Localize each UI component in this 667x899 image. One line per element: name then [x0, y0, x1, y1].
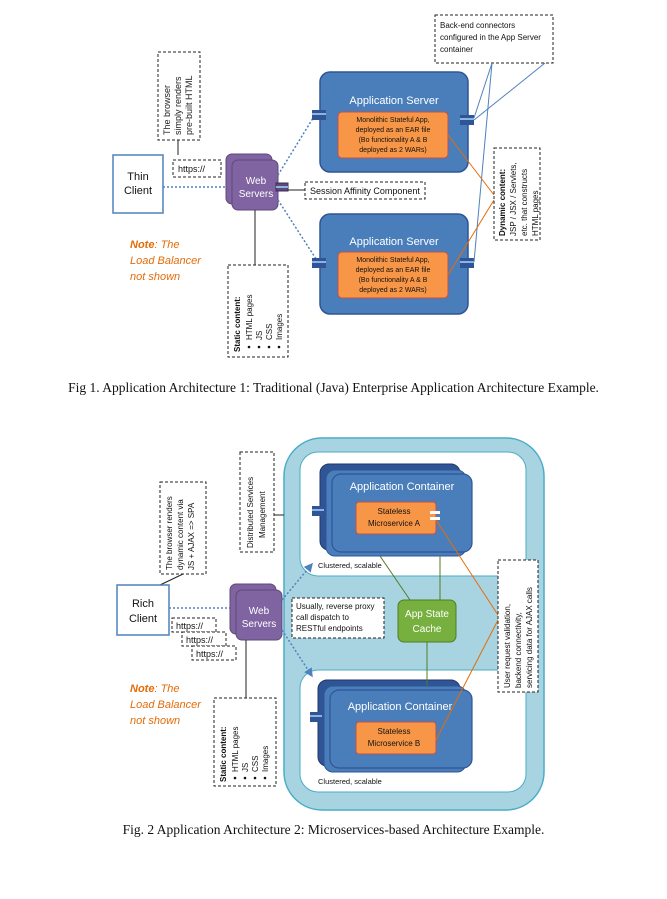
svg-text:Client: Client [124, 185, 152, 197]
session-affinity-label: Session Affinity Component [310, 186, 420, 196]
clustered-label-top: Clustered, scalable [318, 561, 382, 570]
fig2-protocol-3: https:// [196, 649, 224, 659]
svg-text:container: container [440, 45, 473, 54]
dynamic-content-note: Dynamic content: JSP / JSX / Servlets, e… [498, 162, 540, 236]
svg-text:Static content:: Static content: [219, 726, 228, 782]
svg-text:HTML pages: HTML pages [531, 191, 540, 237]
rich-client: Rich Client [116, 584, 170, 636]
svg-text:Static content:: Static content: [233, 296, 242, 352]
fig1-browser-note: The browser simply renders pre-built HTM… [162, 75, 194, 135]
svg-text:Load Balancer: Load Balancer [130, 255, 202, 267]
fig2-protocol-2: https:// [186, 635, 214, 645]
svg-text:Load Balancer: Load Balancer [130, 699, 202, 711]
svg-text:User request validation,: User request validation, [503, 604, 512, 688]
svg-text:Stateless: Stateless [378, 507, 411, 516]
fig2-static-content-note: Static content: HTML pages JS CSS Images [219, 726, 270, 782]
svg-text:JS: JS [255, 331, 264, 340]
clustered-label-bottom: Clustered, scalable [318, 777, 382, 786]
fig1-static-content-note: Static content: HTML pages JS CSS Images [233, 295, 284, 353]
svg-text:Stateless: Stateless [378, 727, 411, 736]
svg-text:Distributed Services: Distributed Services [246, 477, 255, 548]
figure-2: Application Container Stateless Microser… [116, 437, 545, 811]
svg-text:Monolithic Stateful App,: Monolithic Stateful App, [356, 257, 429, 264]
svg-text:Web: Web [246, 176, 267, 187]
fig1-app-server-1: Application Server Monolithic Stateful A… [312, 71, 474, 173]
fig2-caption: Fig. 2 Application Architecture 2: Micro… [122, 822, 545, 837]
svg-text:(Bo functionality A & B: (Bo functionality A & B [359, 137, 428, 144]
svg-text:not shown: not shown [130, 715, 180, 727]
fig2-load-balancer-note: Note: The [130, 683, 180, 695]
svg-text:JSP / JSX / Servlets,: JSP / JSX / Servlets, [509, 162, 518, 236]
svg-text:Servers: Servers [242, 619, 276, 630]
svg-text:HTML pages: HTML pages [231, 727, 240, 773]
svg-text:simply renders: simply renders [173, 76, 183, 135]
svg-text:RESTful endpoints: RESTful endpoints [296, 624, 363, 633]
svg-text:The browser renders: The browser renders [165, 496, 174, 570]
svg-text:Cache: Cache [413, 624, 442, 635]
distributed-services-note: Distributed Services Management [246, 477, 267, 548]
fig1-protocol: https:// [178, 164, 206, 174]
svg-text:CSS: CSS [251, 756, 260, 772]
svg-text:(Bo functionality A & B: (Bo functionality A & B [359, 277, 428, 284]
fig2-app-container-a: Application Container Stateless Microser… [312, 463, 473, 557]
svg-text:configured in the App Server: configured in the App Server [440, 33, 541, 42]
fig1-load-balancer-note: Note: The [130, 239, 180, 251]
svg-text:App State: App State [405, 609, 449, 620]
app-state-cache: App State Cache [397, 599, 457, 643]
svg-text:servicing data for AJAX calls: servicing data for AJAX calls [525, 587, 534, 688]
fig2-app-container-b: Application Container Stateless Microser… [310, 679, 473, 773]
svg-text:deployed as 2 WARs): deployed as 2 WARs) [359, 147, 426, 154]
fig2-protocol-1: https:// [176, 621, 204, 631]
fig1-caption: Fig 1. Application Architecture 1: Tradi… [68, 380, 599, 395]
svg-text:The browser: The browser [162, 85, 172, 135]
svg-text:deployed as an EAR file: deployed as an EAR file [356, 127, 431, 134]
thin-client: Thin Client [112, 154, 164, 214]
svg-text:deployed as an EAR file: deployed as an EAR file [356, 267, 431, 274]
svg-text:Client: Client [129, 613, 157, 625]
fig1-web-servers: Web Servers [225, 153, 289, 211]
svg-text:Note: The: Note: The [130, 239, 180, 251]
svg-text:pre-built HTML: pre-built HTML [184, 75, 194, 135]
svg-text:CSS: CSS [265, 324, 274, 340]
fig2-browser-note: The browser renders dynamic content via … [165, 496, 196, 570]
svg-text:Application Server: Application Server [349, 236, 439, 248]
proxy-note: Usually, reverse proxy call dispatch to … [296, 602, 375, 633]
fig1-app-server-2: Application Server Monolithic Stateful A… [312, 213, 474, 315]
svg-text:call dispatch to: call dispatch to [296, 613, 349, 622]
svg-text:Application Container: Application Container [348, 701, 453, 713]
svg-text:Usually, reverse proxy: Usually, reverse proxy [296, 602, 375, 611]
svg-text:Rich: Rich [132, 598, 154, 610]
svg-text:Application Server: Application Server [349, 95, 439, 107]
svg-text:JS + AJAX => SPA: JS + AJAX => SPA [187, 502, 196, 570]
svg-text:Application Container: Application Container [350, 481, 455, 493]
svg-text:dynamic content via: dynamic content via [176, 499, 185, 570]
svg-text:etc. that constructs: etc. that constructs [520, 169, 529, 236]
svg-text:backend connectivity,: backend connectivity, [514, 612, 523, 688]
figure-1: The browser simply renders pre-built HTM… [112, 14, 554, 358]
svg-text:Images: Images [275, 314, 284, 340]
svg-text:Images: Images [261, 746, 270, 772]
svg-text:Back-end connectors: Back-end connectors [440, 21, 515, 30]
svg-text:Thin: Thin [127, 171, 148, 183]
fig2-web-servers: Web Servers [229, 583, 283, 641]
validation-note: User request validation, backend connect… [503, 587, 534, 688]
svg-text:Servers: Servers [239, 189, 273, 200]
svg-text:Microservice B: Microservice B [368, 739, 420, 748]
svg-text:not shown: not shown [130, 271, 180, 283]
svg-text:Web: Web [249, 606, 270, 617]
svg-text:HTML pages: HTML pages [245, 295, 254, 341]
svg-text:deployed as 2 WARs): deployed as 2 WARs) [359, 287, 426, 294]
svg-text:Monolithic Stateful App,: Monolithic Stateful App, [356, 117, 429, 124]
svg-text:Dynamic content:: Dynamic content: [498, 169, 507, 236]
svg-text:Microservice A: Microservice A [368, 519, 421, 528]
backend-connectors-note: Back-end connectors configured in the Ap… [440, 21, 541, 54]
svg-text:JS: JS [241, 763, 250, 772]
svg-text:Management: Management [258, 491, 267, 538]
